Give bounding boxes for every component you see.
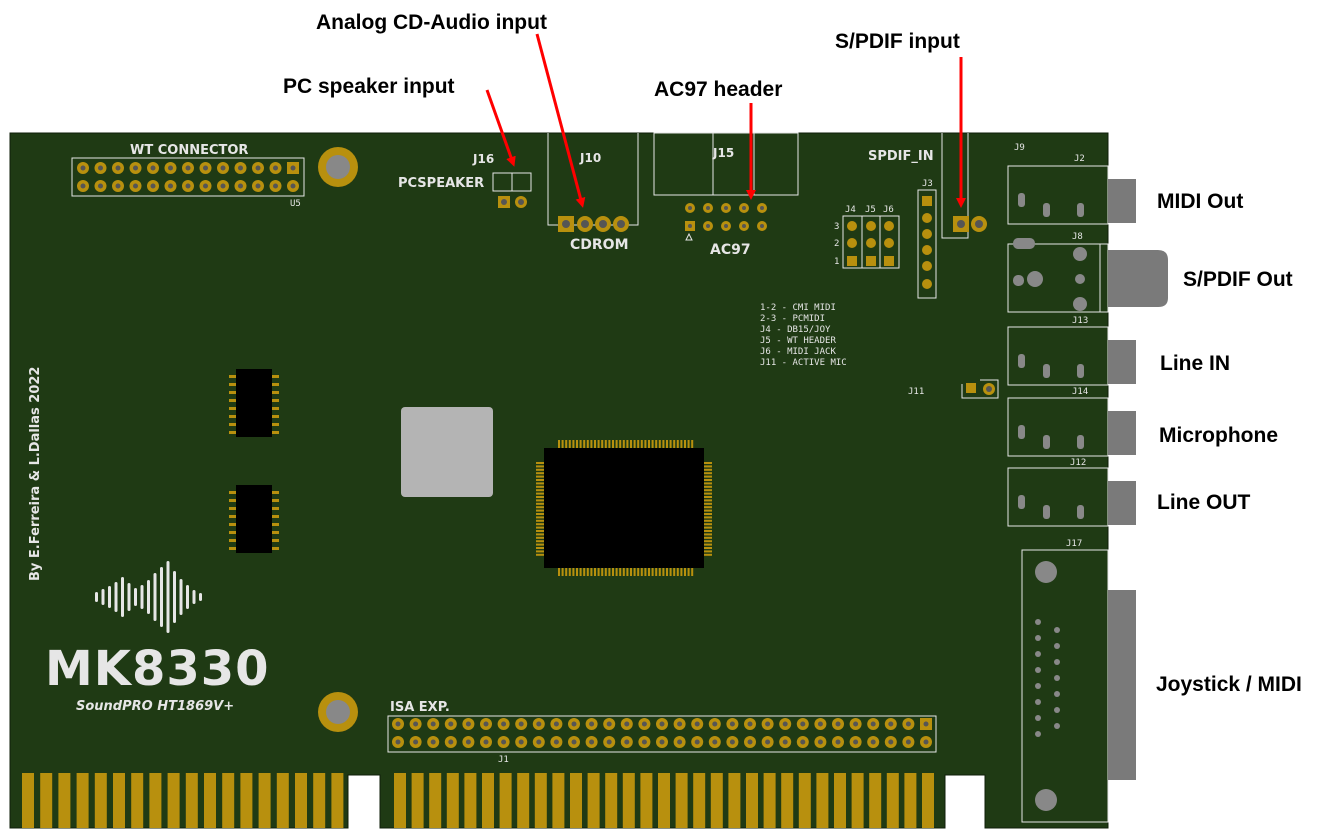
ac97-label: AC97: [710, 242, 751, 258]
j9-label: J9: [1014, 143, 1025, 153]
isa-edge-connector: [22, 773, 934, 828]
jumper-note: J5 - WT HEADER: [760, 336, 836, 346]
port-label-microphone: Microphone: [1159, 424, 1278, 447]
jumper-notes: 1-2 - CMI MIDI 2-3 - PCMIDI J4 - DB15/JO…: [760, 303, 847, 368]
jumper-note: 1-2 - CMI MIDI: [760, 303, 836, 313]
main-qfp-chip: [536, 440, 712, 576]
db15-joystick-connector: J17: [1021, 539, 1136, 823]
arrow-cd-audio: [535, 33, 586, 208]
callout-cd-audio: Analog CD-Audio input: [316, 11, 547, 34]
arrow-pc-speaker: [485, 89, 516, 167]
j15-ac97-header: J15 AC97: [653, 132, 799, 258]
isa-exp-header: ISA EXP. J1: [387, 700, 937, 765]
mounting-hole: [318, 147, 358, 187]
j2-label: J2: [1074, 154, 1085, 164]
spdif-in-label: SPDIF_IN: [868, 149, 934, 164]
j10-label: J10: [579, 151, 601, 165]
waveform-logo: [95, 561, 202, 633]
j12-label: J12: [1070, 458, 1086, 468]
callout-ac97: AC97 header: [654, 78, 782, 101]
pcspeaker-label: PCSPEAKER: [398, 176, 484, 191]
j3-header: J3: [917, 179, 937, 299]
j8-label: J8: [1072, 232, 1083, 242]
jack-j12: J12: [1007, 458, 1136, 527]
jumper-note: 2-3 - PCMIDI: [760, 314, 825, 324]
j10-cdrom-header: J10 CDROM: [547, 133, 639, 253]
j5-label: J5: [865, 205, 876, 215]
j11-header: J11: [908, 379, 999, 399]
j13-label: J13: [1072, 316, 1088, 326]
isa-exp-label: ISA EXP.: [390, 700, 450, 715]
j1-label: J1: [498, 755, 509, 765]
callout-spdif-in: S/PDIF input: [835, 30, 960, 53]
j17-label: J17: [1066, 539, 1082, 549]
credit-text: By E.Ferreira & L.Dallas 2022: [28, 367, 43, 581]
row-3-label: 3: [834, 222, 839, 232]
wt-connector-label: WT CONNECTOR: [130, 143, 248, 158]
callout-pc-speaker: PC speaker input: [283, 75, 455, 98]
j4-j5-j6-jumpers: J4 J5 J6 3 2 1: [834, 205, 900, 269]
jumper-note: J11 - ACTIVE MIC: [760, 358, 847, 368]
j16-label: J16: [472, 152, 494, 166]
j11-label: J11: [908, 387, 924, 397]
port-label-midi-out: MIDI Out: [1157, 190, 1243, 213]
jumper-note: J6 - MIDI JACK: [760, 347, 836, 357]
mounting-hole: [318, 692, 358, 732]
port-label-joystick-midi: Joystick / MIDI: [1156, 673, 1302, 696]
j14-label: J14: [1072, 387, 1088, 397]
j4-label: J4: [845, 205, 856, 215]
cdrom-label: CDROM: [570, 237, 629, 253]
j6-label: J6: [883, 205, 894, 215]
ic-soic-bottom: [229, 485, 279, 553]
u5-label: U5: [290, 199, 301, 209]
gray-component: [401, 407, 493, 497]
ic-soic-top: [229, 369, 279, 437]
board-subtitle: SoundPRO HT1869V+: [76, 699, 234, 714]
jack-j8: J8: [1007, 232, 1168, 313]
jack-j14: J14: [1007, 387, 1136, 457]
jack-j13: J13: [1007, 316, 1136, 386]
j3-label: J3: [922, 179, 933, 189]
j16-pcspeaker-header: J16 PCSPEAKER: [398, 152, 532, 208]
row-2-label: 2: [834, 239, 839, 249]
jumper-note: J4 - DB15/JOY: [760, 325, 831, 335]
port-label-spdif-out: S/PDIF Out: [1183, 268, 1293, 291]
board-title: MK8330: [45, 641, 270, 697]
wt-connector: WT CONNECTOR U5: [71, 143, 305, 209]
spdif-in-header: SPDIF_IN J9: [868, 133, 1025, 239]
port-label-line-out: Line OUT: [1157, 491, 1251, 514]
row-1-label: 1: [834, 257, 839, 267]
jack-j2: J2: [1007, 154, 1136, 225]
port-label-line-in: Line IN: [1160, 352, 1230, 375]
j15-label: J15: [712, 146, 734, 160]
